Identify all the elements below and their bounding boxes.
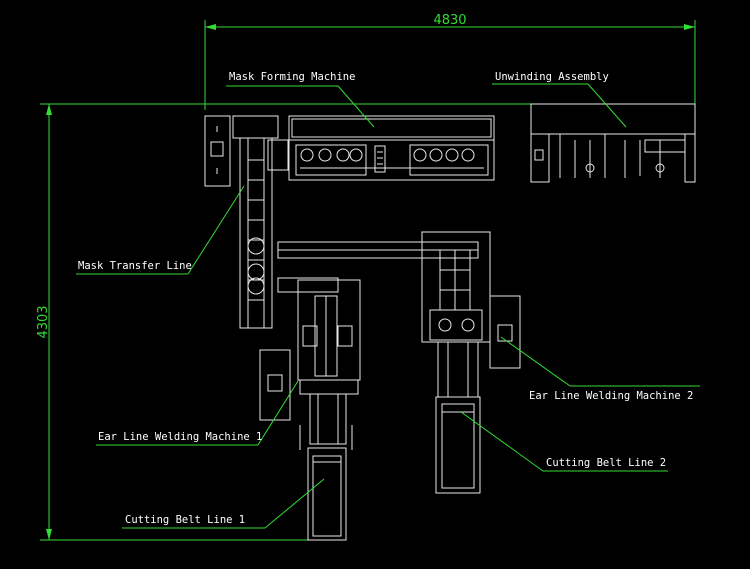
- unwinding-assembly: [530, 103, 696, 183]
- label-unwinding-assembly: Unwinding Assembly: [495, 71, 609, 83]
- label-cutting-belt-line-1: Cutting Belt Line 1: [125, 514, 245, 526]
- label-mask-transfer-line: Mask Transfer Line: [78, 260, 192, 272]
- ear-line-welding-machine-1: [259, 279, 361, 450]
- label-mask-forming-machine: Mask Forming Machine: [229, 71, 355, 83]
- label-ear-line-welding-machine-1: Ear Line Welding Machine 1: [98, 431, 262, 443]
- cutting-belt-line-2: [435, 396, 481, 494]
- label-ear-line-welding-machine-2: Ear Line Welding Machine 2: [529, 390, 693, 402]
- forming-control-box: [204, 115, 231, 187]
- ear-line-welding-machine-2: [421, 231, 521, 398]
- mask-transfer-line: [232, 115, 479, 329]
- width-dimension-value: 4830: [433, 13, 466, 28]
- cutting-belt-line-1: [307, 447, 347, 541]
- height-dimension-value: 4303: [36, 305, 51, 338]
- label-cutting-belt-line-2: Cutting Belt Line 2: [546, 457, 666, 469]
- width-dimension: 4830: [204, 13, 696, 110]
- mask-forming-machine: [288, 115, 495, 181]
- leader-lines: [76, 83, 700, 529]
